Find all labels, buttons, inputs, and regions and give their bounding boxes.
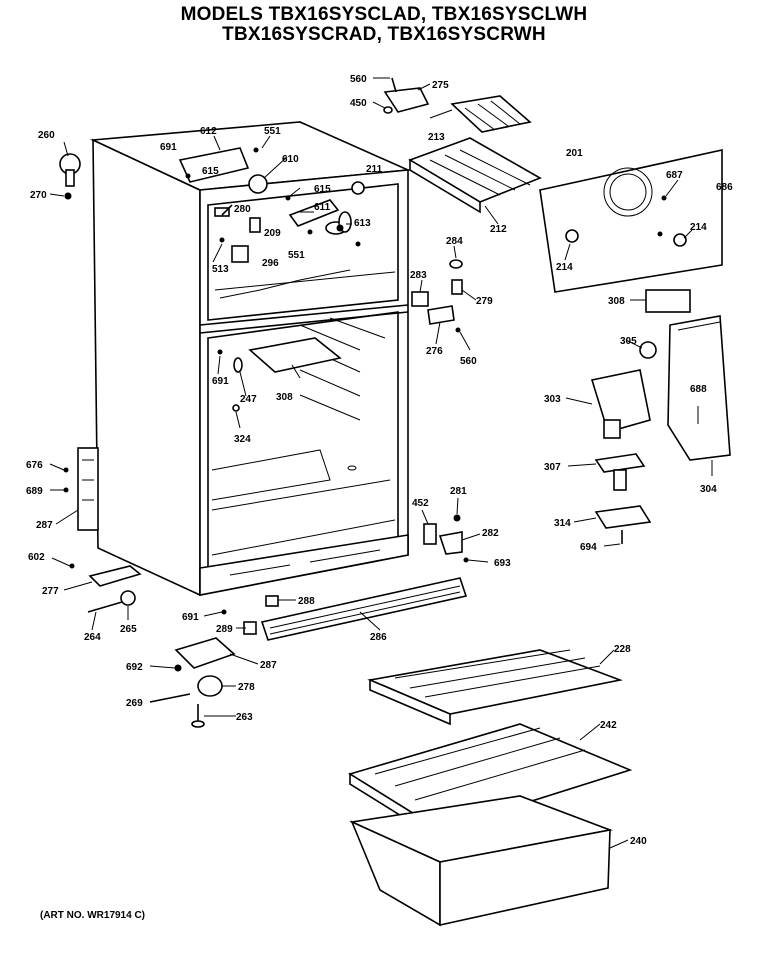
art-number: (ART NO. WR17914 C) <box>40 910 146 921</box>
callout-289: 289 <box>216 624 233 635</box>
callout-269: 269 <box>126 698 143 709</box>
callout-212: 212 <box>490 224 507 235</box>
callout-296: 296 <box>262 258 279 269</box>
callout-513: 513 <box>212 264 229 275</box>
callout-288: 288 <box>298 596 315 607</box>
callout-560: 560 <box>350 74 367 85</box>
thermostat-knob <box>59 153 81 200</box>
callout-282: 282 <box>482 528 499 539</box>
callout-676: 676 <box>26 460 43 471</box>
callout-242: 242 <box>600 720 617 731</box>
callout-304: 304 <box>700 484 717 495</box>
callout-551: 551 <box>264 126 281 137</box>
crisper-drawer <box>349 795 613 927</box>
callout-265: 265 <box>120 624 137 635</box>
refrigerator-cabinet <box>77 121 412 597</box>
callout-693: 693 <box>494 558 511 569</box>
callout-691-b: 691 <box>212 376 229 387</box>
freezer-components <box>178 147 365 263</box>
callout-560-b: 560 <box>460 356 477 367</box>
rear-cover-panel <box>539 149 723 293</box>
callout-610: 610 <box>282 154 299 165</box>
callout-280: 280 <box>234 204 251 215</box>
callout-308: 308 <box>608 296 625 307</box>
fresh-food-components <box>217 337 357 471</box>
callout-613: 613 <box>354 218 371 229</box>
leader-lines <box>49 77 723 849</box>
callout-688: 688 <box>690 384 707 395</box>
callout-214-b: 214 <box>690 222 707 233</box>
callout-287: 287 <box>36 520 53 531</box>
callout-281: 281 <box>450 486 467 497</box>
callout-276: 276 <box>426 346 443 357</box>
callout-270: 270 <box>30 190 47 201</box>
ice-bin <box>408 137 542 214</box>
callout-687: 687 <box>666 170 683 181</box>
callout-275: 275 <box>432 80 449 91</box>
callout-277: 277 <box>42 586 59 597</box>
callout-263: 263 <box>236 712 253 723</box>
callout-308-b: 308 <box>276 392 293 403</box>
callout-214: 214 <box>556 262 573 273</box>
lower-hinge-parts <box>63 467 142 613</box>
callout-287-b: 287 <box>260 660 277 671</box>
callout-615-b: 615 <box>314 184 331 195</box>
callout-615: 615 <box>202 166 219 177</box>
callout-307: 307 <box>544 462 561 473</box>
leveler-parts <box>149 637 236 728</box>
callout-612: 612 <box>200 126 217 137</box>
callout-611: 611 <box>314 202 331 213</box>
callout-694: 694 <box>580 542 597 553</box>
cold-control-housing <box>590 315 731 544</box>
callout-452: 452 <box>412 498 429 509</box>
label-plate <box>645 289 691 313</box>
callout-201: 201 <box>566 148 583 159</box>
callout-692: 692 <box>126 662 143 673</box>
top-hinge-parts <box>383 77 430 114</box>
callout-260: 260 <box>38 130 55 141</box>
callout-284: 284 <box>446 236 463 247</box>
callout-211: 211 <box>366 164 383 175</box>
ice-tray <box>450 95 532 133</box>
callout-286: 286 <box>370 632 387 643</box>
toe-grille <box>221 577 468 641</box>
callout-228: 228 <box>614 644 631 655</box>
callout-283: 283 <box>410 270 427 281</box>
callout-264: 264 <box>84 632 101 643</box>
callout-324: 324 <box>234 434 251 445</box>
callout-labels: 560 275 450 260 270 691 612 551 610 615 … <box>26 74 733 847</box>
callout-240: 240 <box>630 836 647 847</box>
callout-551-b: 551 <box>288 250 305 261</box>
callout-602: 602 <box>28 552 45 563</box>
callout-303: 303 <box>544 394 561 405</box>
door-stop-parts <box>423 514 469 563</box>
callout-247: 247 <box>240 394 257 405</box>
callout-209: 209 <box>264 228 281 239</box>
callout-278: 278 <box>238 682 255 693</box>
callout-691-c: 691 <box>182 612 199 623</box>
callout-305: 305 <box>620 336 637 347</box>
diagram-title-line-2: TBX16SYSCRAD, TBX16SYSCRWH <box>222 24 546 45</box>
callout-686: 686 <box>716 182 733 193</box>
callout-450: 450 <box>350 98 367 109</box>
callout-279: 279 <box>476 296 493 307</box>
callout-691: 691 <box>160 142 177 153</box>
callout-689: 689 <box>26 486 43 497</box>
callout-213: 213 <box>428 132 445 143</box>
diagram-title-line-1: MODELS TBX16SYSCLAD, TBX16SYSCLWH <box>180 4 588 25</box>
glass-shelf <box>367 649 623 726</box>
callout-314: 314 <box>554 518 571 529</box>
